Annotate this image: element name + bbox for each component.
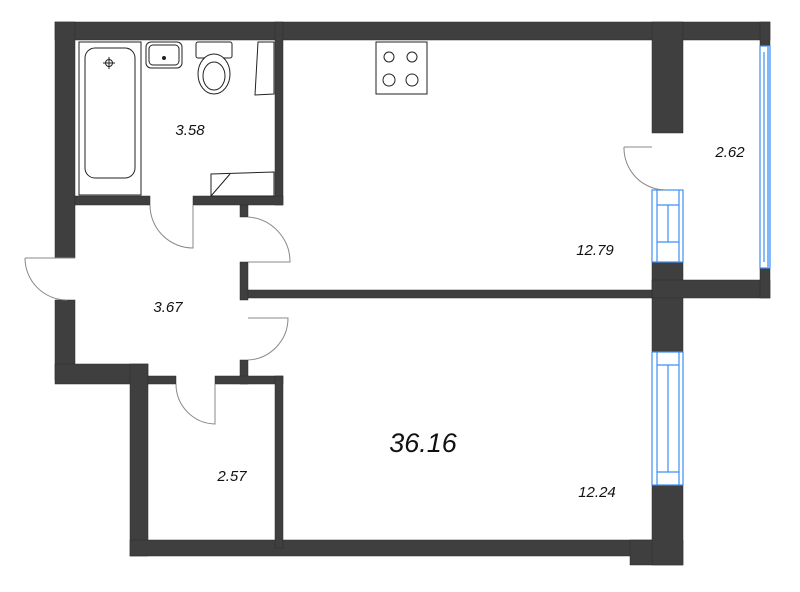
wall-left-upper <box>54 21 76 259</box>
area-living-room: 12.24 <box>578 484 616 501</box>
stove <box>375 41 428 95</box>
window-kitchen <box>651 189 684 263</box>
window-room <box>651 351 684 486</box>
sink <box>145 41 183 69</box>
bathtub <box>78 41 142 196</box>
wall-balcony-right-bottom <box>759 267 771 299</box>
wall-bottom <box>129 539 653 557</box>
walls <box>54 21 771 566</box>
toilet <box>195 41 233 95</box>
drain-icon <box>103 57 115 69</box>
wall-bath-right <box>274 21 284 206</box>
wall-hall-middle <box>239 261 249 301</box>
wall-kitchen-balcony <box>651 21 684 134</box>
washing-machine-bottom <box>210 171 275 197</box>
wall-bath-bottom-right <box>192 195 284 206</box>
door-entrance <box>24 257 75 301</box>
wall-storage-right <box>274 375 284 549</box>
area-storage: 2.57 <box>216 468 247 485</box>
wall-storage-top-right <box>214 375 284 385</box>
windows <box>651 45 771 486</box>
door-room <box>247 317 289 361</box>
area-kitchen: 12.79 <box>576 242 614 259</box>
area-hallway: 3.67 <box>153 299 183 316</box>
door-storage <box>175 383 216 425</box>
door-bathroom <box>149 204 194 249</box>
pillar-right <box>651 261 684 353</box>
doors <box>24 146 667 425</box>
area-bathroom: 3.58 <box>175 122 205 139</box>
wall-room-right <box>651 484 684 566</box>
washing-machine-top <box>254 41 275 96</box>
wall-storage-left <box>129 363 149 557</box>
window-balcony <box>759 45 771 269</box>
door-kitchen <box>247 216 291 263</box>
wall-balcony-bottom <box>651 279 771 299</box>
total-area: 36.16 <box>389 428 458 458</box>
wall-storage-top <box>147 375 177 385</box>
door-balcony <box>623 146 667 191</box>
wall-partition <box>247 289 653 299</box>
area-balcony: 2.62 <box>714 144 745 161</box>
wall-balcony-right-top <box>759 21 771 47</box>
wall-hall-stub-top <box>239 204 249 218</box>
wall-bath-bottom-left <box>74 195 151 206</box>
